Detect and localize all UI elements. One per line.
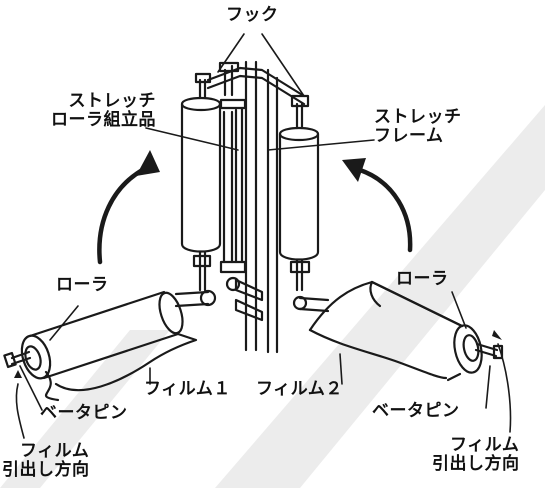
film-pull-direction-right-line2: 引出し方向	[432, 454, 520, 474]
stretch-roller-assembly-label: ストレッチ ローラ組立品	[16, 92, 156, 130]
film-roll-left	[3, 290, 198, 402]
film-pull-direction-right-line1: フィルム	[450, 435, 520, 455]
background-stripes	[0, 105, 545, 488]
stretch-roller-assembly-label-line2: ローラ組立品	[51, 110, 156, 130]
beta-pin-left-label: ベータピン	[40, 403, 128, 423]
stretch-roller-assembly-label-line1: ストレッチ	[68, 91, 156, 111]
leader-lines	[14, 33, 512, 439]
roller-left-label: ローラ	[56, 275, 109, 295]
film-pull-direction-left-line2: 引出し方向	[2, 460, 90, 480]
install-arrow-right	[342, 158, 413, 253]
beta-pin-right-label: ベータピン	[372, 401, 460, 421]
install-arrow-left	[97, 150, 160, 265]
film-2-label: フィルム２	[256, 379, 343, 399]
film-1-label: フィルム１	[144, 379, 231, 399]
roller-right-label: ローラ	[396, 269, 449, 289]
stretch-frame	[174, 60, 330, 354]
stretch-frame-label: ストレッチ フレーム	[374, 108, 462, 146]
stretch-frame-label-line1: ストレッチ	[374, 107, 462, 127]
stretch-roller-assembly	[180, 72, 247, 292]
hook-label: フック	[226, 5, 279, 25]
right-vertical-roller	[278, 94, 320, 292]
film-pull-direction-left-label: フィルム 引出し方向	[2, 442, 90, 480]
stretch-frame-label-line2: フレーム	[374, 126, 444, 146]
film-pull-direction-right-label: フィルム 引出し方向	[432, 436, 520, 474]
film-pull-direction-left-line1: フィルム	[20, 441, 90, 461]
film-roll-right	[308, 280, 504, 382]
